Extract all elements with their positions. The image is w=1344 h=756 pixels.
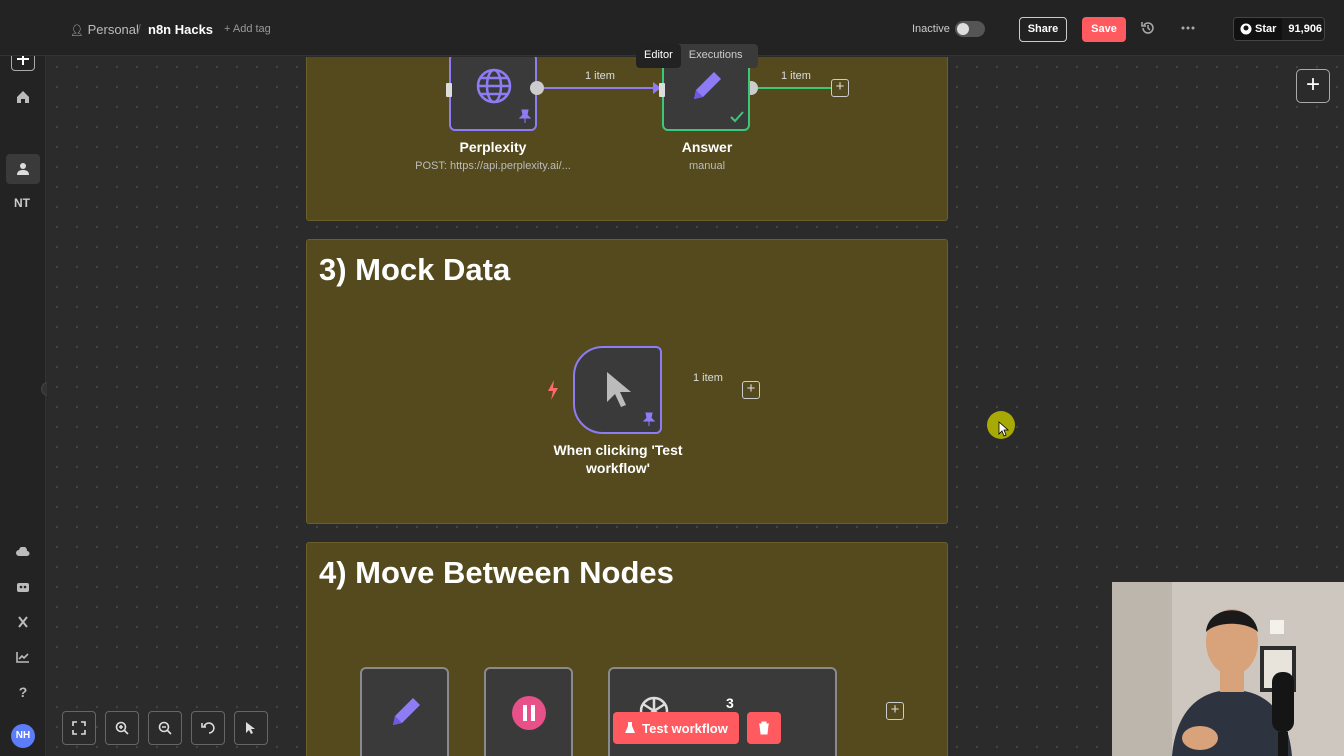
zoom-in-button[interactable]: [105, 711, 139, 745]
reset-zoom-button[interactable]: [191, 711, 225, 745]
breadcrumb-separator: /: [137, 21, 141, 37]
sticky-note-section-2[interactable]: [306, 57, 948, 221]
add-node-button-3[interactable]: +: [886, 702, 904, 720]
zoom-out-icon: [158, 721, 172, 735]
trigger-title: When clicking 'Test workflow': [553, 442, 683, 476]
github-star-label: Star: [1255, 23, 1277, 35]
more-options-icon[interactable]: [1180, 20, 1196, 36]
cloud-icon[interactable]: [11, 540, 35, 564]
perplexity-output-handle: [530, 81, 544, 95]
home-icon[interactable]: [11, 85, 35, 109]
perplexity-subtitle: POST: https://api.perplexity.ai/...: [415, 160, 571, 172]
add-node-button-2[interactable]: +: [742, 381, 760, 399]
tab-editor[interactable]: Editor: [636, 44, 681, 68]
add-node-button[interactable]: +: [831, 79, 849, 97]
test-workflow-label: Test workflow: [642, 720, 728, 736]
wait-node[interactable]: [484, 667, 573, 756]
workspace-label[interactable]: NT: [14, 196, 30, 210]
edge-label-3: 1 item: [693, 372, 723, 384]
cursor-icon: [607, 372, 631, 407]
section-title-mock-data: 3) Mock Data: [319, 252, 511, 287]
tab-executions[interactable]: Executions: [688, 49, 743, 61]
undo-icon: [201, 722, 215, 734]
select-mode-button[interactable]: [234, 711, 268, 745]
active-toggle[interactable]: [955, 21, 985, 37]
globe-icon: [476, 68, 512, 104]
zoom-in-icon: [115, 721, 129, 735]
insights-icon[interactable]: [11, 645, 35, 669]
delete-button[interactable]: [747, 712, 781, 744]
answer-title: Answer: [681, 139, 733, 155]
edit-fields-node[interactable]: [360, 667, 449, 756]
pointer-icon: [246, 722, 255, 734]
canvas-controls: [62, 711, 268, 745]
perplexity-input-handle[interactable]: [446, 83, 452, 97]
manual-trigger-node[interactable]: [573, 346, 662, 434]
share-button[interactable]: Share: [1019, 17, 1067, 42]
fit-view-button[interactable]: [62, 711, 96, 745]
pin-icon: [519, 109, 531, 123]
open-nodes-panel-button[interactable]: +: [1296, 69, 1330, 103]
webcam-overlay: [1112, 582, 1344, 756]
user-icon[interactable]: [11, 157, 35, 181]
answer-input-handle[interactable]: [659, 83, 665, 97]
edge-arrow-1: [653, 82, 661, 94]
perplexity-title: Perplexity: [459, 139, 527, 155]
openai-item-count: 3: [726, 695, 734, 711]
github-star-count: 91,906: [1282, 18, 1324, 40]
sidebar: NT › ? NH: [0, 0, 55, 756]
zoom-out-button[interactable]: [148, 711, 182, 745]
answer-subtitle: manual: [688, 160, 726, 172]
history-icon[interactable]: [1140, 20, 1156, 36]
fullscreen-icon: [72, 721, 86, 735]
workflow-name[interactable]: n8n Hacks: [148, 22, 214, 37]
pin-icon: [643, 412, 655, 426]
breadcrumb-project[interactable]: 👤︎ Personal: [70, 22, 139, 37]
help-icon[interactable]: ?: [18, 684, 28, 700]
mouse-cursor-icon: [998, 421, 1010, 437]
lightning-icon: [548, 380, 558, 400]
pencil-icon: [393, 698, 420, 725]
test-workflow-button[interactable]: Test workflow: [613, 712, 739, 744]
github-icon: [1240, 23, 1252, 35]
flask-icon: [625, 722, 636, 733]
trash-icon: [759, 721, 769, 735]
edge-label-2: 1 item: [781, 70, 811, 82]
templates-icon[interactable]: [11, 575, 35, 599]
top-bar: 👤︎ Personal / n8n Hacks + Add tag Inacti…: [0, 0, 1344, 56]
variables-icon[interactable]: [11, 610, 35, 634]
status-label: Inactive: [912, 23, 950, 35]
presenter-video-image: [1112, 582, 1344, 756]
workflow-canvas[interactable]: Perplexity POST: https://api.perplexity.…: [47, 57, 1344, 756]
edge-label-1: 1 item: [585, 70, 615, 82]
pause-icon: [512, 696, 546, 730]
pencil-icon: [694, 72, 721, 99]
save-button[interactable]: Save: [1082, 17, 1126, 42]
github-star-segment: Star: [1234, 18, 1283, 40]
view-tabs: Editor Executions: [636, 44, 758, 68]
github-star-button[interactable]: Star 91,906: [1233, 17, 1325, 41]
person-icon: 👤︎: [70, 25, 84, 37]
check-icon: [730, 111, 744, 123]
add-tag-link[interactable]: + Add tag: [224, 23, 271, 35]
answer-node[interactable]: [662, 57, 750, 131]
section-title-move-nodes: 4) Move Between Nodes: [319, 555, 674, 590]
avatar[interactable]: NH: [11, 724, 35, 748]
